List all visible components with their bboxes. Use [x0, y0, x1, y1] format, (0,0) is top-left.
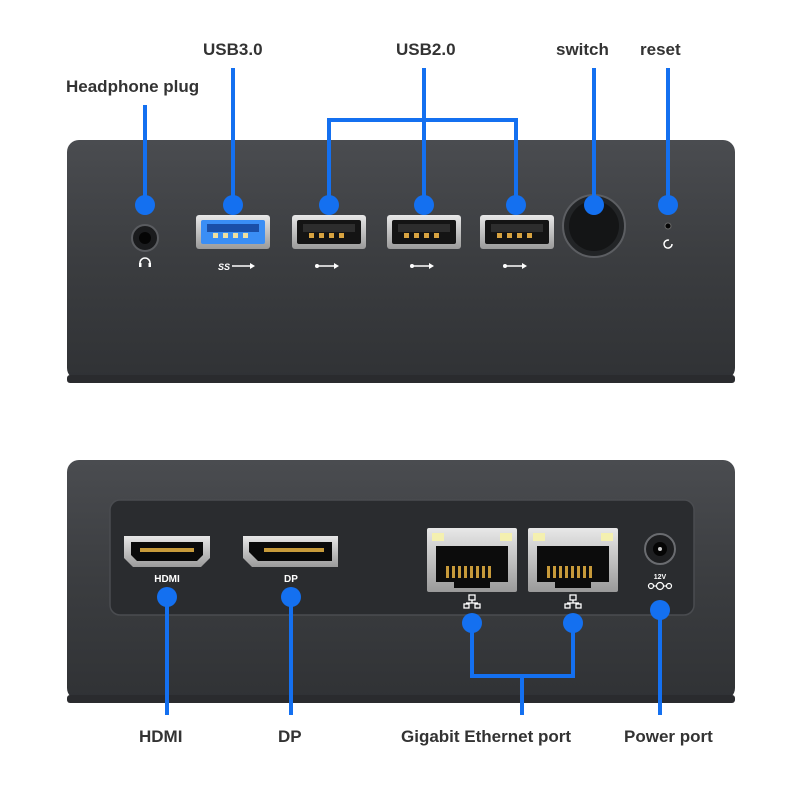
front-panel: SS — [67, 140, 735, 383]
dc-power-jack[interactable] — [644, 533, 676, 565]
callout-dot-usb3 — [223, 195, 243, 215]
callout-dot-ethernet-2 — [563, 613, 583, 633]
callout-dot-dp — [281, 587, 301, 607]
reset-icon — [663, 239, 673, 249]
callout-dot-hdmi — [157, 587, 177, 607]
ethernet-port-2[interactable] — [528, 528, 618, 592]
label-dp: DP — [278, 727, 302, 746]
reset-button[interactable] — [664, 222, 672, 230]
callout-dot-reset — [658, 195, 678, 215]
callout-dots — [135, 195, 678, 633]
callout-dot-headphone — [135, 195, 155, 215]
headphone-jack[interactable] — [131, 224, 159, 267]
usb-icon — [315, 263, 527, 269]
usb2-port-1[interactable] — [292, 215, 366, 249]
label-power-port: Power port — [624, 727, 713, 746]
label-reset: reset — [640, 40, 681, 59]
rear-panel: HDMI DP — [67, 460, 735, 703]
dp-port-mark: DP — [284, 574, 298, 585]
label-switch: switch — [556, 40, 609, 59]
callout-line-usb2-bracket — [327, 118, 518, 204]
front-body — [67, 140, 735, 380]
label-headphone-plug: Headphone plug — [66, 77, 200, 96]
front-base — [67, 375, 735, 383]
displayport-port[interactable] — [243, 536, 338, 567]
power-rating-mark: 12V — [654, 574, 667, 581]
dc-polarity-icon — [647, 581, 673, 591]
label-ethernet: Gigabit Ethernet port — [401, 727, 571, 746]
hdmi-port-mark: HDMI — [154, 574, 180, 585]
ethernet-port-1[interactable] — [427, 528, 517, 592]
label-hdmi: HDMI — [139, 727, 183, 746]
network-icon — [463, 594, 582, 609]
usb2-port-2[interactable] — [387, 215, 461, 249]
callout-dot-usb2-3 — [506, 195, 526, 215]
callout-dot-power — [650, 600, 670, 620]
rear-base — [67, 695, 735, 703]
usb2-port-3[interactable] — [480, 215, 554, 249]
callout-dot-switch — [584, 195, 604, 215]
callout-dot-usb2-2 — [414, 195, 434, 215]
headphone-icon — [139, 257, 151, 267]
usb3-port[interactable] — [196, 215, 270, 249]
label-usb3: USB3.0 — [203, 40, 263, 59]
callout-dot-ethernet-1 — [462, 613, 482, 633]
usb-ss-icon: SS — [218, 262, 255, 272]
svg-text:SS: SS — [218, 262, 230, 272]
label-usb2: USB2.0 — [396, 40, 456, 59]
callout-lines — [143, 68, 670, 715]
hdmi-port[interactable] — [124, 536, 210, 567]
callout-dot-usb2-1 — [319, 195, 339, 215]
